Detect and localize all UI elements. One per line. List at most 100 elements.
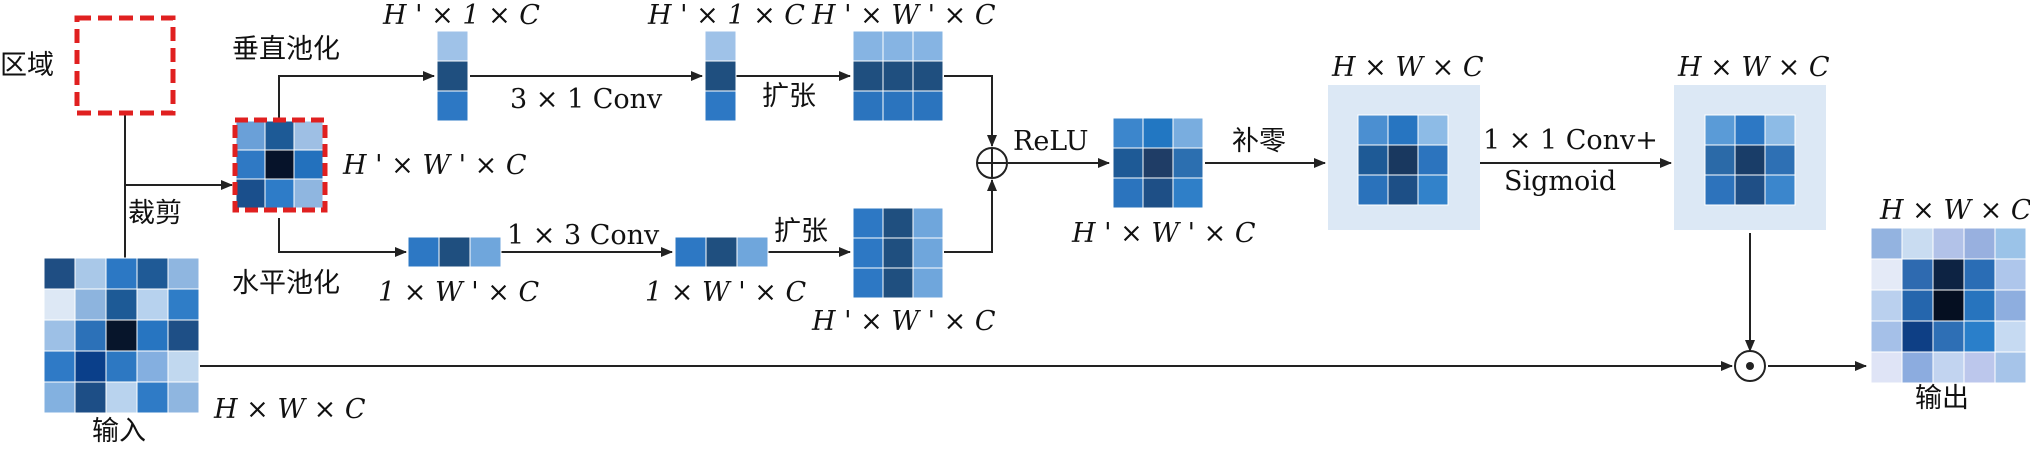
crop-label: 裁剪 [128, 198, 182, 229]
dim-expand-top: H ' × W ' × C [811, 0, 996, 31]
connectors [124, 71, 1867, 371]
grid-cell [1901, 227, 1934, 260]
grid-cell [1417, 144, 1449, 176]
grid-cell [1172, 117, 1204, 149]
grid-cell [704, 30, 737, 62]
grid-cell [1932, 351, 1965, 384]
conv1x3-label: 1 × 3 Conv [507, 220, 660, 251]
grid-cell [1172, 147, 1204, 179]
grid-cell [1870, 351, 1903, 384]
top-to-sum-arrow [944, 75, 997, 147]
grid-cell [43, 350, 76, 383]
grid-cell [1932, 289, 1965, 322]
vertical-pool-vector [436, 30, 469, 122]
grid-cell [1142, 117, 1174, 149]
grid-cell [1963, 258, 1996, 291]
grid-cell [43, 319, 76, 352]
grid-cell [74, 257, 107, 290]
grid-cell [852, 267, 884, 299]
grid-cell [167, 381, 200, 414]
grid-cell [1112, 147, 1144, 179]
grid-cell [167, 319, 200, 352]
vertical-pool-label: 垂直池化 [232, 34, 340, 65]
grid-cell [1963, 289, 1996, 322]
element-multiply-operator [1734, 350, 1766, 382]
conv1x1-label: 1 × 1 Conv+ [1483, 125, 1658, 156]
grid-cell [704, 60, 737, 92]
dim-conv1x3: 1 × W ' × C [645, 277, 807, 308]
grid-cell [74, 319, 107, 352]
grid-cell [43, 288, 76, 321]
grid-cell [1901, 351, 1934, 384]
expanded-horizontal-map [852, 207, 944, 299]
grid-cell [167, 257, 200, 290]
grid-cell [1994, 320, 2027, 353]
dim-expand-bottom: H ' × W ' × C [811, 306, 996, 337]
grid-cell [882, 60, 914, 92]
grid-cell [1357, 114, 1389, 146]
region-box [74, 15, 176, 116]
grid-cell [1764, 174, 1796, 206]
grid-cell [912, 30, 944, 62]
grid-cell [43, 381, 76, 414]
grid-cell [852, 60, 884, 92]
grid-cell [1870, 227, 1903, 260]
grid-cell [235, 178, 266, 209]
grid-cell [704, 90, 737, 122]
dim-output: H × W × C [1879, 195, 2030, 226]
grid-cell [105, 381, 138, 414]
grid-cell [235, 120, 266, 151]
horizontal-pool-vector [407, 236, 502, 268]
grid-cell [674, 236, 707, 268]
grid-cell [1387, 114, 1419, 146]
grid-cell [736, 236, 769, 268]
grid-cell [436, 60, 469, 92]
grid-cell [105, 319, 138, 352]
grid-cell [1387, 144, 1419, 176]
grid-cell [882, 207, 914, 239]
grid-cell [136, 257, 169, 290]
conv3x1-vector [704, 30, 737, 122]
grid-cell [705, 236, 738, 268]
dim-vertical-pool: H ' × 1 × C [382, 0, 540, 31]
grid-cell [43, 257, 76, 290]
grid-cell [436, 30, 469, 62]
output-label: 输出 [1915, 383, 1969, 414]
input-feature-map [43, 257, 200, 414]
grid-cell [469, 236, 502, 268]
expanded-vertical-map [852, 30, 944, 122]
grid-cell [74, 381, 107, 414]
grid-cell [1901, 258, 1934, 291]
grid-cell [1901, 320, 1934, 353]
expand-bottom-label: 扩张 [774, 216, 828, 247]
dim-crop: H ' × W ' × C [342, 150, 527, 181]
dim-conv3x1: H ' × 1 × C [647, 0, 805, 31]
grid-cell [1963, 227, 1996, 260]
grid-cell [1704, 114, 1736, 146]
grid-cell [1764, 144, 1796, 176]
grid-cell [1734, 174, 1766, 206]
grid-cell [293, 178, 324, 209]
grid-cell [167, 350, 200, 383]
grid-cell [105, 350, 138, 383]
grid-cell [1387, 174, 1419, 206]
grid-cell [264, 178, 295, 209]
grid-cell [1870, 289, 1903, 322]
grid-cell [105, 257, 138, 290]
crop-region-border [232, 117, 328, 213]
grid-cell [1357, 174, 1389, 206]
horizontal-pool-label: 水平池化 [232, 268, 340, 299]
horizontal-pool-arrow [278, 218, 407, 257]
grid-cell [136, 350, 169, 383]
grid-cell [1704, 174, 1736, 206]
grid-cell [1994, 227, 2027, 260]
grid-cell [235, 149, 266, 180]
grid-cell [1357, 144, 1389, 176]
grid-cell [912, 60, 944, 92]
grid-cell [1994, 351, 2027, 384]
vertical-pool-arrow [278, 71, 435, 126]
bottom-to-sum-arrow [944, 179, 997, 253]
grid-cell [407, 236, 440, 268]
grid-cell [1994, 258, 2027, 291]
crop-feature-map [235, 120, 324, 209]
